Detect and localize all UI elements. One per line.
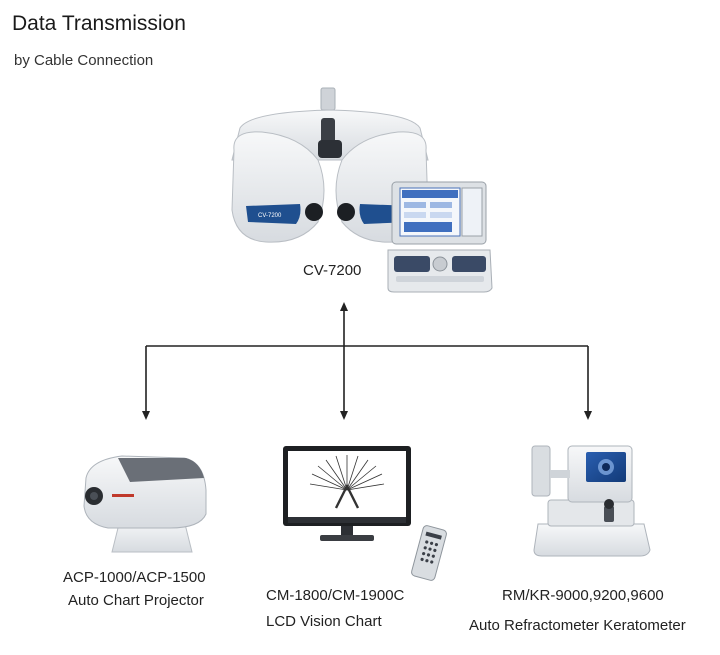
diagram-title: Data Transmission: [12, 12, 186, 35]
diagram-subtitle: by Cable Connection: [14, 52, 154, 69]
refractometer-device: [531, 445, 651, 557]
phoropter-label: CV-7200: [303, 262, 362, 279]
lcd-chart-model-label: CM-1800/CM-1900C: [266, 587, 405, 604]
arrow-down-to-refractometer: [584, 411, 592, 420]
projector-name-label: Auto Chart Projector: [68, 592, 204, 609]
lcd-chart-device: [283, 446, 447, 581]
arrow-down-to-projector: [142, 411, 150, 420]
remote-control: [411, 525, 447, 581]
refractometer-model-label: RM/KR-9000,9200,9600: [502, 587, 664, 604]
arrow-up-to-phoropter: [340, 302, 348, 311]
lcd-chart-name-label: LCD Vision Chart: [266, 613, 382, 630]
refractometer-name-label: Auto Refractometer Keratometer: [469, 617, 686, 634]
control-console: [387, 181, 493, 293]
projector-model-label: ACP-1000/ACP-1500: [63, 569, 206, 586]
projector-device: [83, 455, 207, 553]
connector-arrows: [142, 302, 592, 420]
arrow-down-to-lcd-chart: [340, 411, 348, 420]
svg-text:CV-7200: CV-7200: [258, 213, 282, 219]
connector-lines: [145, 308, 589, 414]
